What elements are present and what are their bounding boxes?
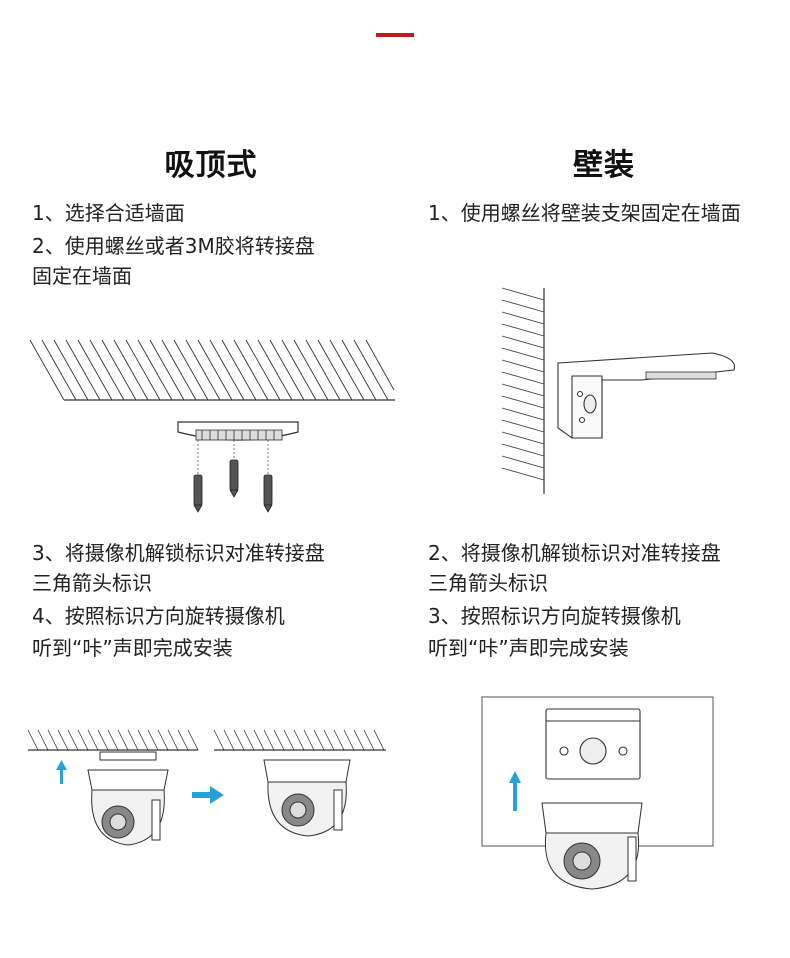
wall-step-3: 3、按照标识方向旋转摄像机 (428, 604, 681, 628)
accent-bar (376, 33, 414, 37)
wall-step-1: 1、使用螺丝将壁装支架固定在墙面 (428, 201, 741, 225)
arrow-right-icon (192, 786, 224, 804)
arrow-up-icon (56, 760, 67, 784)
wall-step-3-cont: 听到“咔”声即完成安装 (428, 636, 629, 660)
adapter-plate (177, 421, 299, 441)
wall-hatch (501, 287, 545, 494)
ceiling-step-2-cont: 固定在墙面 (32, 264, 132, 288)
screws (193, 459, 273, 513)
screw-guides (197, 440, 269, 475)
ceiling-step-1: 1、选择合适墙面 (32, 201, 185, 225)
ceiling-hatch-right (213, 729, 386, 751)
arrow-up-icon (509, 771, 521, 811)
ceiling-step-4: 4、按照标识方向旋转摄像机 (32, 604, 285, 628)
ceiling-mount-illustration (29, 339, 395, 513)
ceiling-hatch (29, 339, 395, 401)
wall-bracket (557, 352, 736, 439)
wall-camera-install-illustration (481, 696, 714, 890)
camera-left (87, 751, 169, 846)
wall-step-2: 2、将摄像机解锁标识对准转接盘 (428, 541, 721, 565)
ceiling-step-2: 2、使用螺丝或者3M胶将转接盘 (32, 234, 315, 258)
wall-mount-illustration (501, 287, 736, 494)
ceiling-step-3: 3、将摄像机解锁标识对准转接盘 (32, 541, 325, 565)
wall-camera (541, 802, 643, 890)
camera-right (263, 759, 351, 837)
ceiling-title: 吸顶式 (164, 148, 258, 183)
ceiling-step-4-cont: 听到“咔”声即完成安装 (32, 636, 233, 660)
bracket-front (545, 708, 641, 780)
ceiling-hatch-left (27, 729, 199, 751)
ceiling-step-3-cont: 三角箭头标识 (32, 571, 152, 595)
wall-step-2-cont: 三角箭头标识 (428, 571, 548, 595)
wall-title: 壁装 (573, 148, 635, 183)
ceiling-camera-install-illustration (27, 729, 386, 846)
